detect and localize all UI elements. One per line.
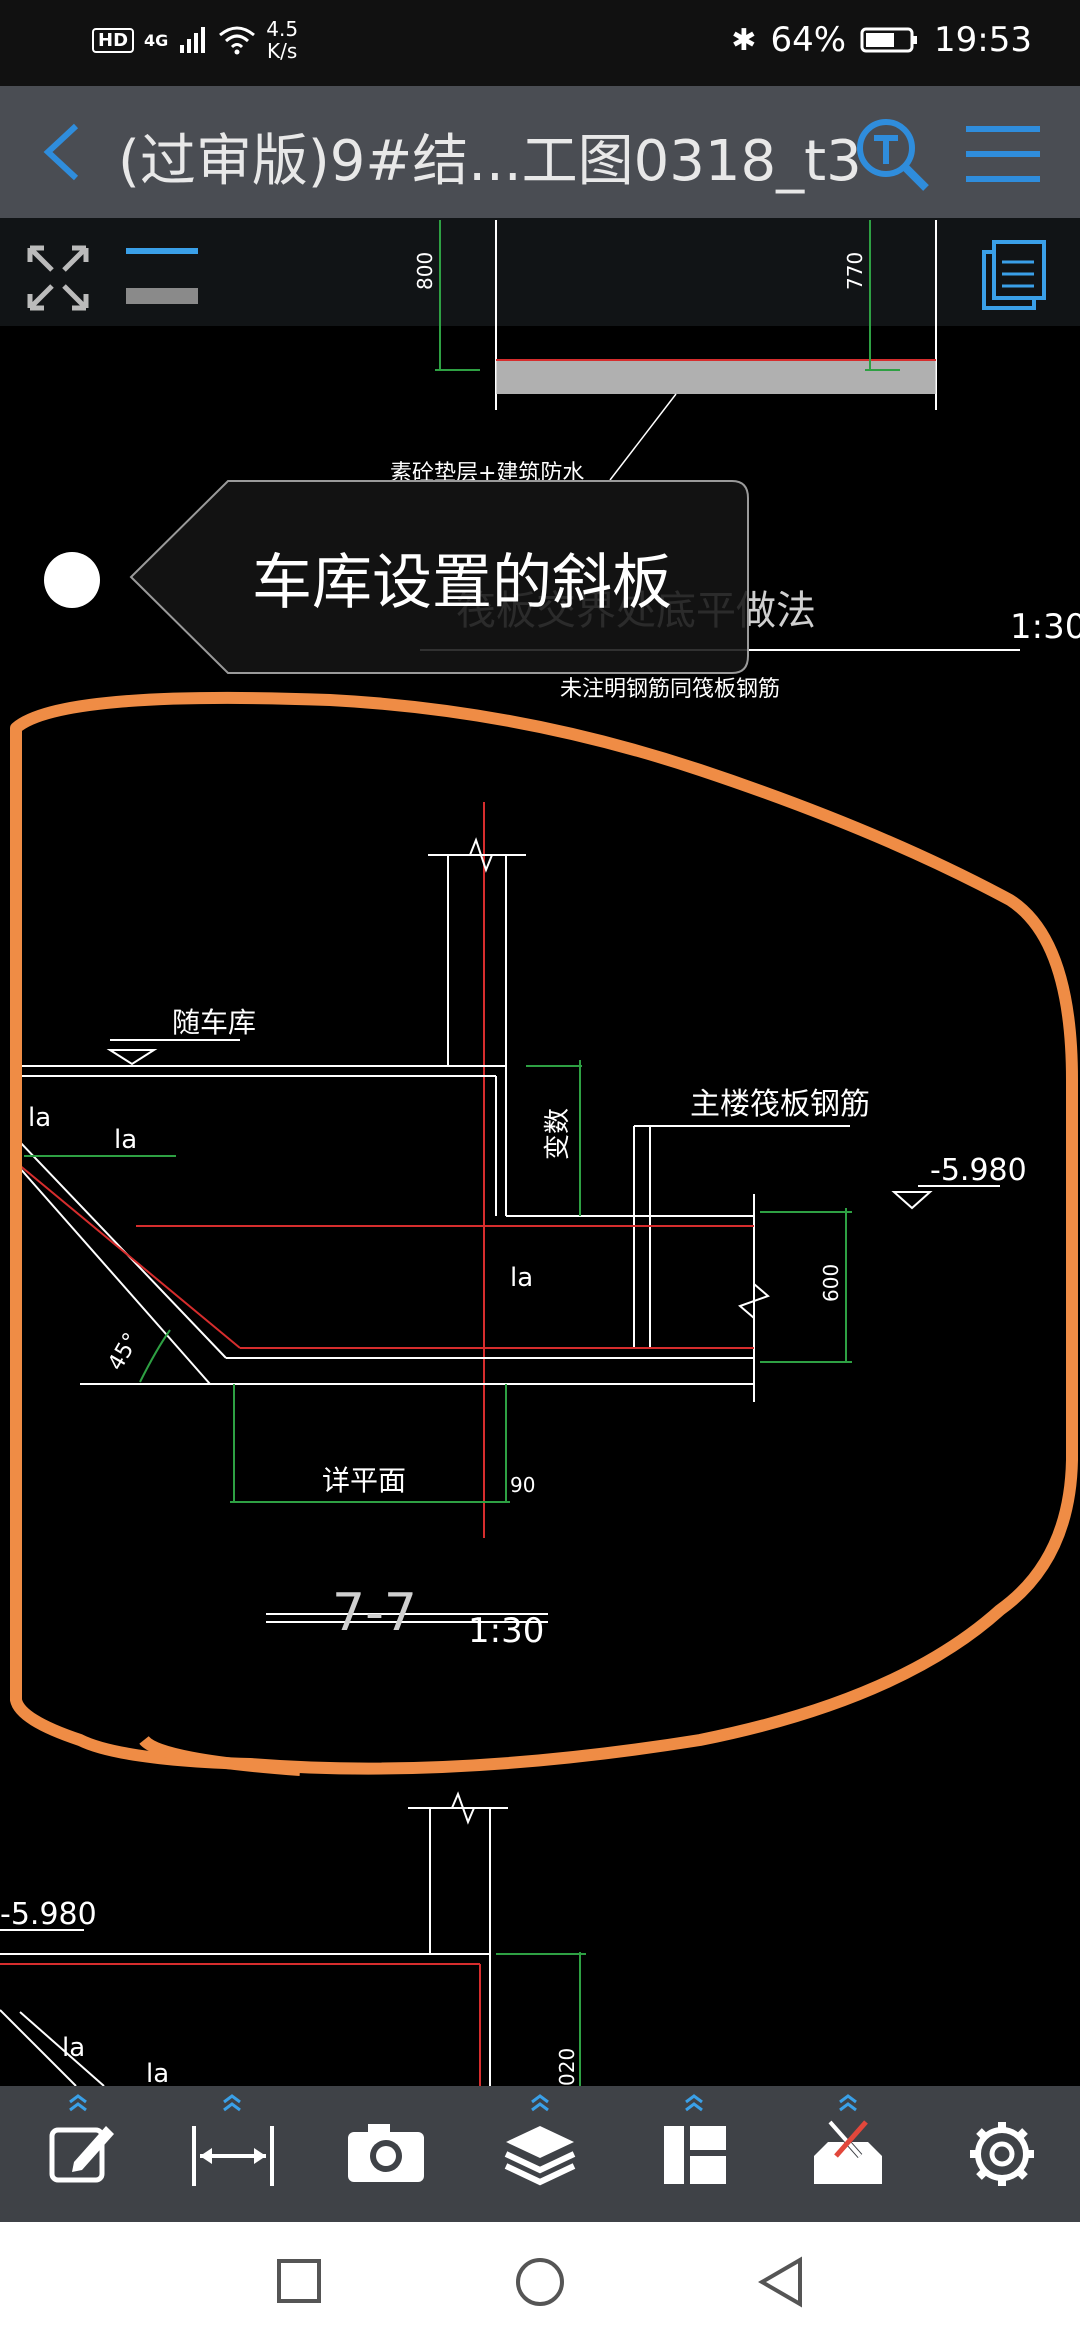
- network-type: 4G: [144, 30, 169, 50]
- scale-top: 1:30: [1010, 607, 1080, 647]
- bottom-toolbar: [0, 2086, 1080, 2222]
- top-detail: [420, 220, 1020, 651]
- label-la-2: la: [114, 1125, 137, 1155]
- hd-badge: HD: [92, 27, 135, 53]
- label-elevation: -5.980: [930, 1153, 1027, 1188]
- network-speed: 4.5 K/s: [266, 18, 298, 62]
- dim-770: 770: [843, 252, 867, 290]
- layouts-icon[interactable]: [982, 240, 1046, 310]
- label-garage: 随车库: [172, 1006, 256, 1039]
- callout-text: 车库设置的斜板: [252, 548, 672, 618]
- bluetooth-icon: ✱: [731, 22, 757, 58]
- layout-button[interactable]: [630, 2086, 760, 2222]
- markup-point[interactable]: [44, 552, 100, 608]
- home-icon[interactable]: [514, 2256, 566, 2308]
- status-bar: HD 4G 4.5 K/s ✱ 64% 19:53: [0, 0, 1080, 86]
- layers-button[interactable]: [476, 2086, 606, 2222]
- section-7-7: [17, 802, 1000, 1623]
- status-right: ✱ 64% 19:53: [731, 20, 1032, 60]
- dim-800: 800: [413, 252, 437, 290]
- callout-bubble[interactable]: 车库设置的斜板: [128, 478, 752, 676]
- document-title: (过审版)9#结...工图0318_t3: [118, 129, 862, 194]
- label-dim-90: 90: [510, 1473, 535, 1497]
- label-dim-600: 600: [819, 1264, 843, 1302]
- back-icon[interactable]: [758, 2256, 804, 2308]
- speed-unit: K/s: [267, 39, 298, 63]
- view-toolbar-bg: [0, 218, 1080, 326]
- camera-button[interactable]: [322, 2086, 452, 2222]
- recent-apps-icon[interactable]: [276, 2258, 322, 2304]
- label-angle: 45°: [104, 1329, 145, 1375]
- wifi-icon: [219, 26, 256, 55]
- lower-detail: [0, 1791, 586, 2086]
- signal-icon: [180, 27, 206, 53]
- callout-bubble-shape: [129, 480, 749, 674]
- text-search-icon[interactable]: [852, 114, 932, 194]
- settings-button[interactable]: [938, 2086, 1068, 2222]
- title-bar: (过审版)9#结...工图0318_t3: [0, 86, 1080, 218]
- lower-la-2: la: [146, 2059, 169, 2086]
- status-left: HD 4G 4.5 K/s: [92, 18, 298, 62]
- tools-button[interactable]: [784, 2086, 914, 2222]
- lower-elevation: -5.980: [0, 1897, 97, 1932]
- annotation-circle: [10, 691, 1078, 1775]
- section-scale: 1:30: [468, 1611, 544, 1651]
- battery-icon: [860, 27, 918, 53]
- edit-markup-button[interactable]: [14, 2086, 144, 2222]
- battery-percent: 64%: [770, 20, 847, 60]
- label-la-1: la: [28, 1103, 51, 1133]
- note-rebar: 未注明钢筋同筏板钢筋: [560, 677, 780, 702]
- lower-la-1: la: [62, 2033, 85, 2063]
- fit-view-icon[interactable]: [27, 245, 89, 311]
- label-la-3: la: [510, 1263, 533, 1293]
- menu-icon[interactable]: [966, 122, 1040, 186]
- measure-button[interactable]: [168, 2086, 298, 2222]
- label-detail-plan: 详平面: [322, 1464, 406, 1497]
- section-name: 7-7: [332, 1583, 417, 1643]
- back-arrow-icon[interactable]: [40, 122, 84, 182]
- label-main-rebar: 主楼筏板钢筋: [690, 1087, 870, 1122]
- system-nav-bar: [0, 2222, 1080, 2340]
- cad-drawing[interactable]: 800 770 素砼垫层+建筑防水 筏板交界处底平做法 1:30 未注明钢筋同筏…: [0, 218, 1080, 2086]
- clock: 19:53: [934, 20, 1032, 60]
- lower-dim-020: 020: [555, 2048, 579, 2086]
- speed-value: 4.5: [266, 17, 299, 41]
- line-weight-icon[interactable]: [126, 248, 198, 304]
- label-variable: 变数: [543, 1108, 573, 1160]
